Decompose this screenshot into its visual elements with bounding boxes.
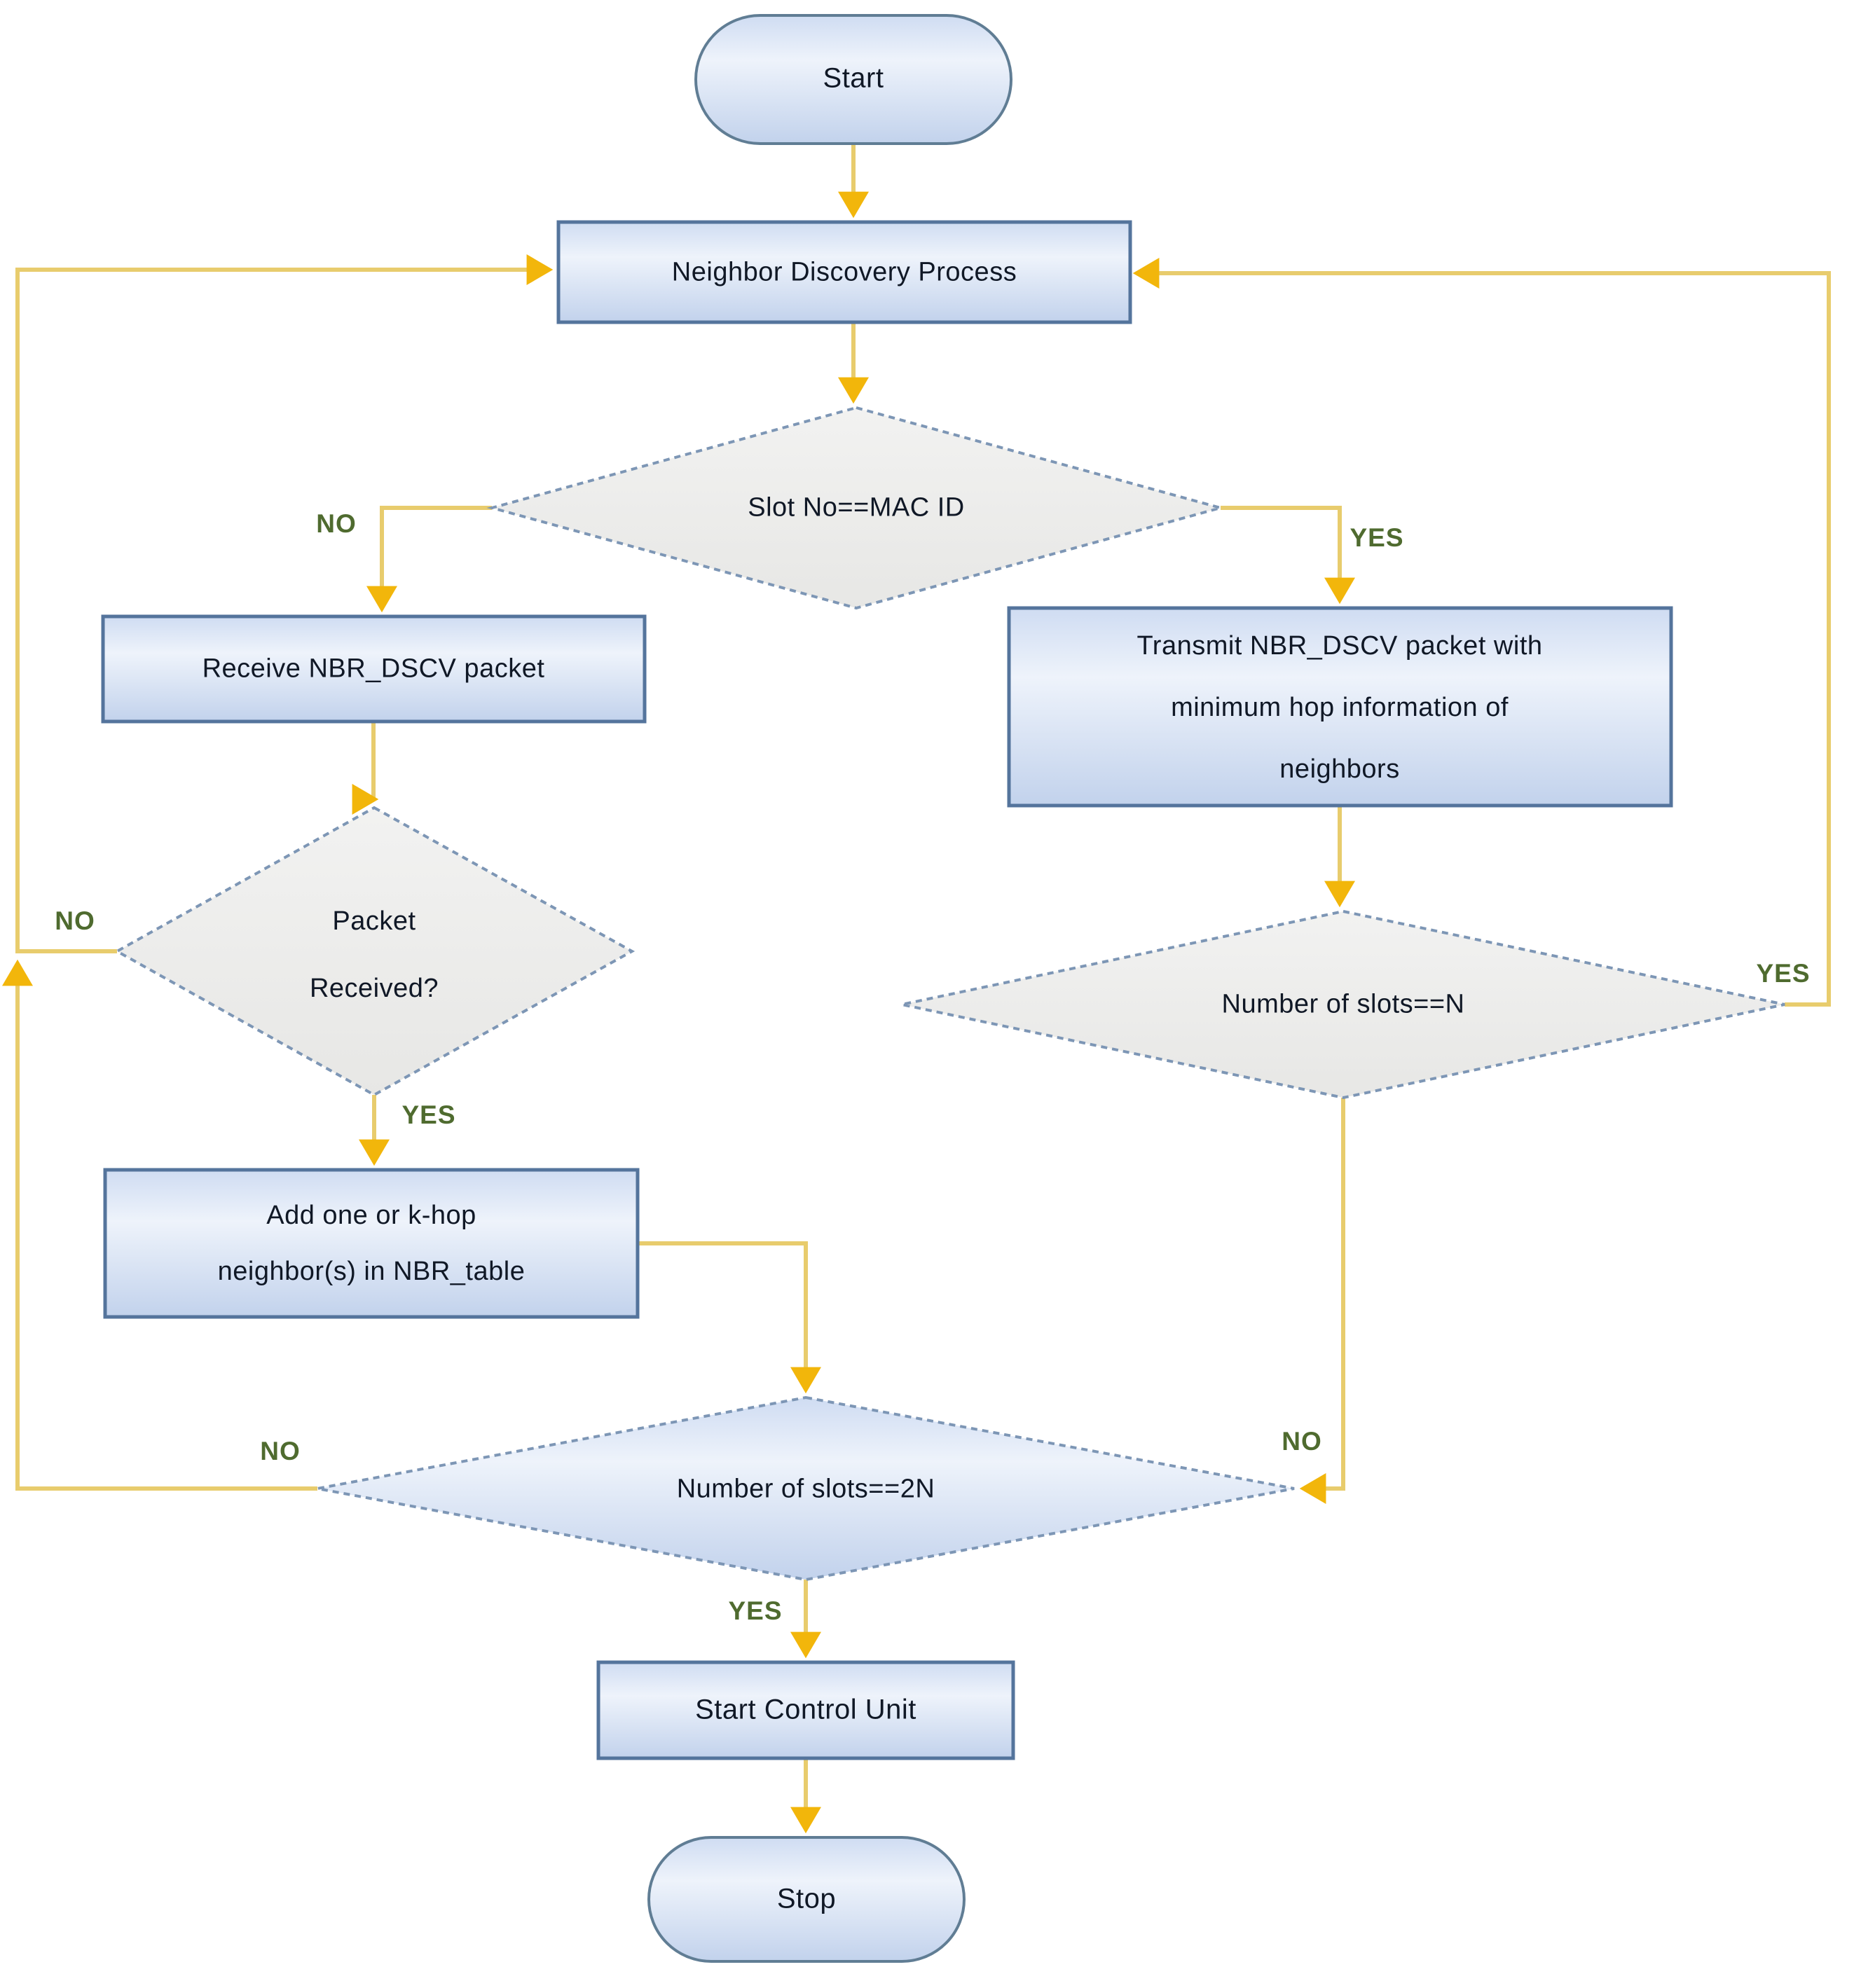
stop-terminator-shape: [647, 1836, 966, 1963]
packet-received-decision-diamond-shape: [114, 806, 636, 1097]
slot-no-branch-label: NO: [316, 509, 357, 538]
start-control-unit-label: Start Control Unit: [695, 1694, 916, 1725]
slot-decision-diamond-shape: [486, 406, 1226, 610]
transmit-packet-line-3: neighbors: [1279, 754, 1400, 784]
edge-slot-yes-to-transmit: [1221, 506, 1355, 605]
packet-received-yes-branch-label: YES: [401, 1100, 456, 1129]
transmit-packet-line-1: Transmit NBR_DSCV packet with: [1137, 631, 1543, 661]
stop-label: Stop: [776, 1883, 837, 1914]
transmit-packet-box-shape: [1007, 606, 1673, 808]
neighbor-discovery-box-shape: [556, 220, 1132, 324]
edge-2n-no-to-left-rail: [1, 959, 317, 1491]
packet-received-line-2: Received?: [309, 974, 439, 1003]
packet-received-no-branch-label: NO: [55, 906, 95, 935]
add-neighbors-box-shape: [103, 1168, 640, 1319]
start-label: Start: [823, 62, 884, 94]
slots-2n-no-branch-label: NO: [260, 1437, 301, 1465]
add-neighbors-label: Add one or k-hop neighbor(s) in NBR_tabl…: [218, 1187, 526, 1299]
slots-equal-2n-decision-diamond-shape: [317, 1395, 1295, 1582]
add-neighbors-line-1: Add one or k-hop: [266, 1201, 476, 1230]
edge-n-yes-to-ndp: [1132, 258, 1831, 1007]
packet-received-decision-label: Packet Received?: [310, 888, 439, 1022]
slots-2n-yes-branch-label: YES: [728, 1596, 783, 1625]
slots-n-yes-branch-label: YES: [1756, 959, 1811, 988]
edge-slot-no-to-receive: [366, 506, 492, 613]
slots-n-no-branch-label: NO: [1282, 1427, 1322, 1456]
receive-packet-box-shape: [101, 614, 647, 724]
slots-equal-n-decision-label: Number of slots==N: [1221, 989, 1465, 1019]
edge-n-no-to-2n-decision: [1299, 1098, 1345, 1504]
slot-yes-branch-label: YES: [1350, 523, 1404, 552]
edge-packet-no-to-ndp: [15, 254, 554, 953]
slot-decision-label: Slot No==MAC ID: [748, 492, 965, 523]
start-terminator-shape: [694, 14, 1012, 145]
add-neighbors-line-2: neighbor(s) in NBR_table: [217, 1257, 526, 1286]
transmit-packet-line-2: minimum hop information of: [1171, 693, 1509, 722]
edge-receive-to-packet-decision: [352, 723, 379, 815]
start-control-unit-box-shape: [596, 1660, 1015, 1760]
edge-add-to-2n-decision: [638, 1241, 821, 1394]
slots-equal-2n-decision-label: Number of slots==2N: [676, 1474, 935, 1504]
transmit-packet-label: Transmit NBR_DSCV packet with minimum ho…: [1137, 615, 1542, 800]
slots-equal-n-decision-diamond-shape: [901, 909, 1785, 1100]
neighbor-discovery-label: Neighbor Discovery Process: [671, 257, 1017, 287]
packet-received-line-1: Packet: [332, 906, 416, 936]
receive-packet-label: Receive NBR_DSCV packet: [202, 654, 545, 684]
